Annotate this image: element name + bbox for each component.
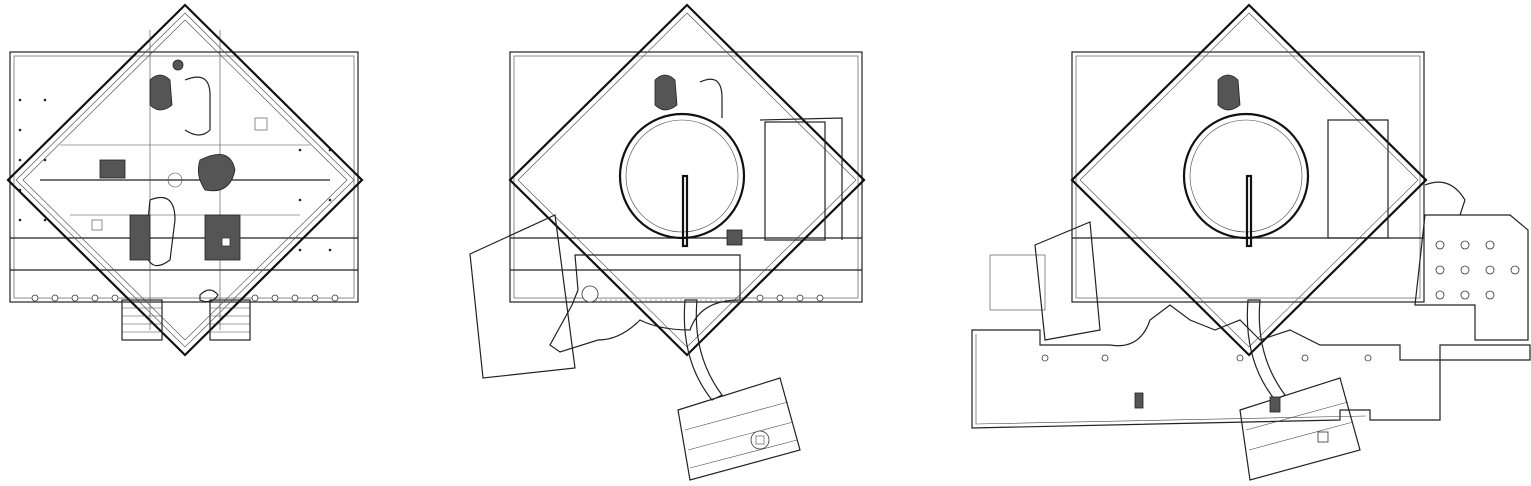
plan-panel-2 <box>469 3 866 481</box>
plan-panel-3 <box>971 3 1531 481</box>
right-pavilion <box>1414 214 1529 341</box>
colonnade <box>31 294 339 302</box>
fan-plaza <box>677 377 801 481</box>
fan-plaza <box>1239 377 1361 481</box>
rotated-square-outline <box>6 3 364 357</box>
organic-walls <box>91 59 268 303</box>
fan-wing <box>469 214 576 379</box>
ramp <box>683 299 723 401</box>
plan-panel-1 <box>6 3 364 357</box>
lower-wing <box>971 304 1531 429</box>
annex-block <box>1327 119 1389 239</box>
interior-grid <box>40 30 330 330</box>
base-building-outline <box>9 51 359 303</box>
curved-terrace <box>549 254 741 353</box>
lower-wing-crosses <box>1041 354 1372 362</box>
column-grid <box>18 98 332 252</box>
entrance-stairs <box>121 299 251 341</box>
pavilion-columns <box>1435 240 1520 300</box>
rotated-square-outline <box>1070 3 1428 357</box>
annex-block <box>764 121 826 241</box>
